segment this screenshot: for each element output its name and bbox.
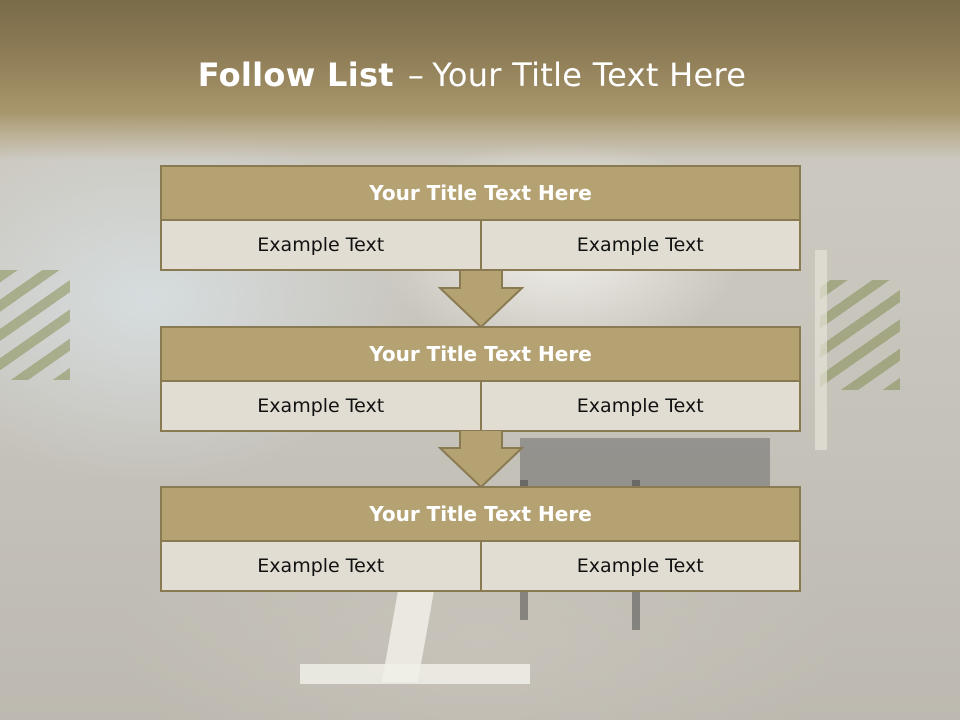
flow-block-2[interactable]: Your Title Text Here Example Text Exampl… (160, 326, 801, 432)
block-cell-left[interactable]: Example Text (160, 542, 482, 592)
block-title[interactable]: Your Title Text Here (160, 486, 801, 542)
flow-block-1[interactable]: Your Title Text Here Example Text Exampl… (160, 165, 801, 271)
slide-title-dash: – (407, 56, 425, 94)
flow-block-3[interactable]: Your Title Text Here Example Text Exampl… (160, 486, 801, 592)
block-cell-right[interactable]: Example Text (481, 542, 801, 592)
chair-silhouette (520, 438, 770, 488)
block-row: Example Text Example Text (160, 382, 801, 432)
block-cell-right[interactable]: Example Text (481, 221, 801, 271)
down-arrow-icon (438, 430, 524, 488)
hazard-stripes-left (0, 270, 70, 380)
block-row: Example Text Example Text (160, 221, 801, 271)
block-title[interactable]: Your Title Text Here (160, 326, 801, 382)
title-banner (0, 0, 960, 160)
block-cell-left[interactable]: Example Text (160, 221, 482, 271)
slide-title-bold: Follow List (197, 56, 394, 94)
block-row: Example Text Example Text (160, 542, 801, 592)
hazard-stripes-right (820, 280, 900, 390)
background-post (815, 250, 827, 450)
slide-title[interactable]: Follow List–Your Title Text Here (0, 56, 944, 94)
block-title[interactable]: Your Title Text Here (160, 165, 801, 221)
floor-marking (300, 664, 530, 684)
down-arrow-icon (438, 270, 524, 328)
block-cell-right[interactable]: Example Text (481, 382, 801, 432)
block-cell-left[interactable]: Example Text (160, 382, 482, 432)
slide-title-rest: Your Title Text Here (432, 56, 747, 94)
